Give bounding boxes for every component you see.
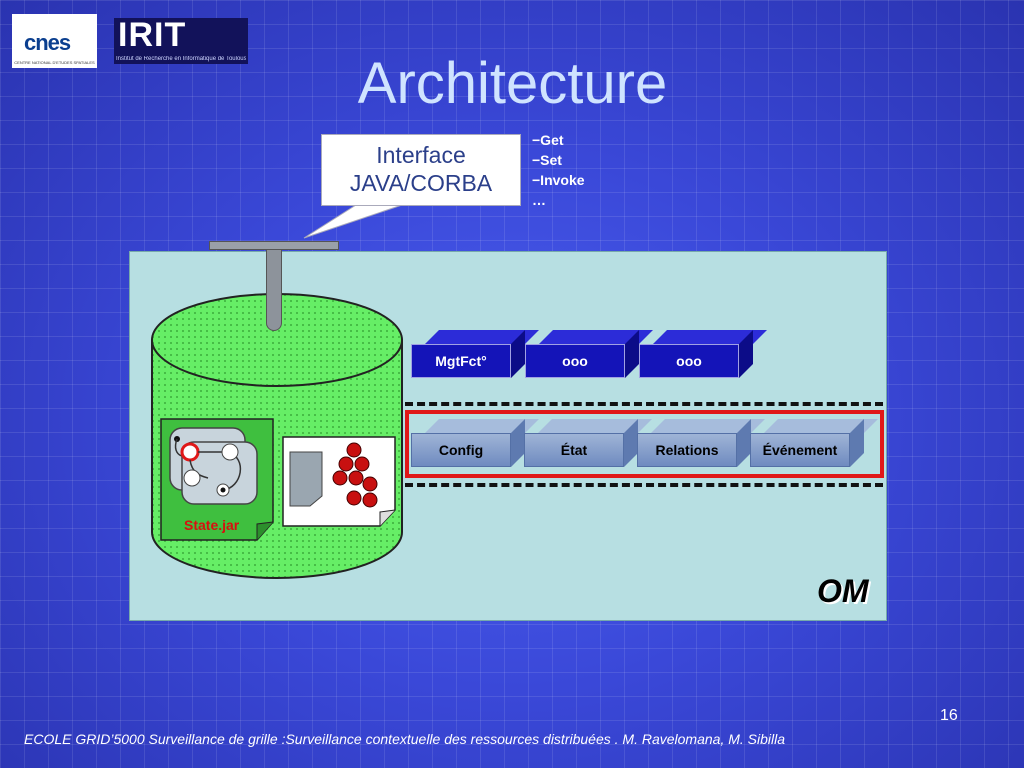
methods-list: −Get −Set −Invoke … bbox=[532, 130, 585, 210]
interface-plug-stem bbox=[266, 249, 282, 331]
callout-line-1: Interface bbox=[376, 142, 466, 168]
method-get: −Get bbox=[532, 132, 564, 148]
ooo-block-2: ooo bbox=[639, 330, 767, 378]
relations-block: Relations bbox=[637, 419, 765, 467]
etat-block: État bbox=[524, 419, 652, 467]
etat-block-label: État bbox=[524, 433, 624, 467]
config-block-label: Config bbox=[411, 433, 511, 467]
state-jar-document bbox=[160, 418, 274, 541]
config-block: Config bbox=[411, 419, 539, 467]
mgtfct-block-label: MgtFct° bbox=[411, 344, 511, 378]
footer-text: ECOLE GRID’5000 Surveillance de grille :… bbox=[24, 731, 786, 747]
dash-line-bottom bbox=[405, 483, 883, 487]
method-invoke: −Invoke bbox=[532, 172, 585, 188]
evenement-block: Événement bbox=[750, 419, 878, 467]
cnes-logo-text: cnes bbox=[24, 30, 71, 55]
evenement-block-label: Événement bbox=[750, 433, 850, 467]
highlight-frame bbox=[405, 410, 884, 478]
ooo-block-1: ooo bbox=[525, 330, 653, 378]
mgtfct-block: MgtFct° bbox=[411, 330, 539, 378]
interface-callout: Interface JAVA/CORBA bbox=[321, 134, 521, 206]
ooo-block-1-label: ooo bbox=[525, 344, 625, 378]
cnes-logo: cnes CENTRE NATIONAL D'ETUDES SPATIALES bbox=[12, 14, 97, 68]
page-number: 16 bbox=[940, 707, 958, 724]
dash-line-top bbox=[405, 402, 883, 406]
ooo-block-2-label: ooo bbox=[639, 344, 739, 378]
relations-block-label: Relations bbox=[637, 433, 737, 467]
data-document bbox=[282, 436, 396, 527]
irit-logo: IRIT Institut de Recherche en Informatiq… bbox=[114, 16, 248, 64]
state-jar-label: State.jar bbox=[184, 517, 240, 533]
om-label: OM bbox=[817, 573, 869, 609]
callout-line-2: JAVA/CORBA bbox=[349, 170, 493, 196]
method-set: −Set bbox=[532, 152, 562, 168]
cnes-logo-subtitle: CENTRE NATIONAL D'ETUDES SPATIALES bbox=[14, 60, 95, 65]
slide-title: Architecture bbox=[357, 51, 668, 116]
irit-logo-subtitle: Institut de Recherche en Informatique de… bbox=[116, 56, 246, 62]
irit-logo-text: IRIT bbox=[118, 16, 187, 54]
method-ellipsis: … bbox=[532, 192, 546, 208]
